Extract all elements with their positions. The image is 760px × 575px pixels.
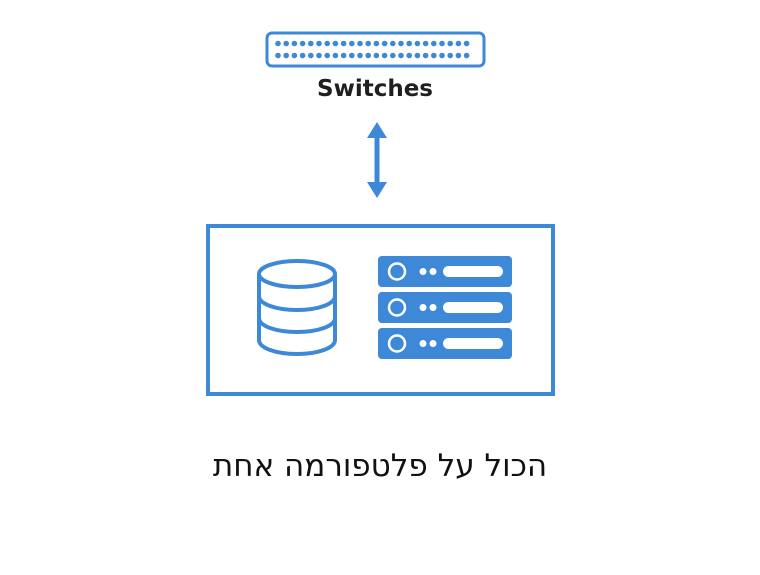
bidirectional-arrow-icon <box>367 122 387 198</box>
network-switch-icon <box>265 31 486 68</box>
switches-label: Switches <box>317 76 433 102</box>
caption: הכול על פלטפורמה אחת <box>212 448 548 484</box>
server-rack-icon <box>378 256 512 359</box>
database-icon <box>257 259 337 357</box>
platform-box <box>206 224 555 396</box>
